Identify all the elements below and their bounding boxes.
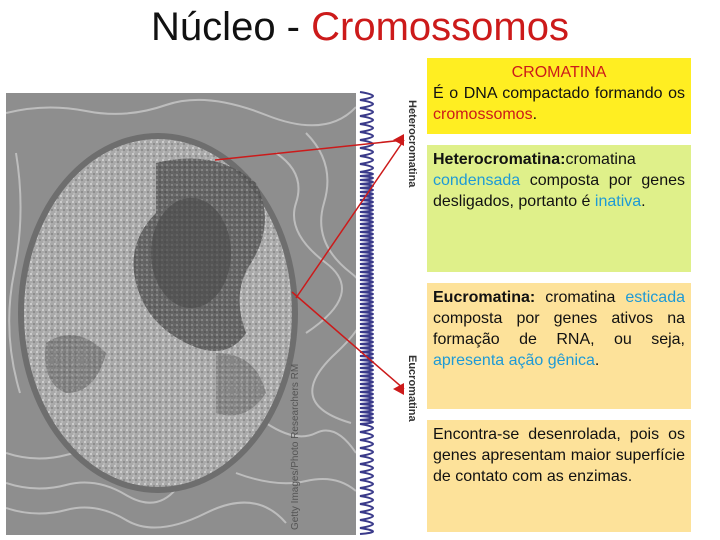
cromatina-highlight: cromossomos [433, 106, 533, 123]
nucleus-micrograph [6, 93, 356, 535]
heterocromatina-text-2: composta por genes desligados, portanto … [433, 172, 685, 210]
photo-credit: Getty Images/Photo Researchers RM [290, 363, 301, 530]
eucromatina-highlight-2: apresenta ação gênica [433, 352, 595, 369]
title-main: Núcleo - [151, 5, 312, 49]
eucromatina-text-1: cromatina [535, 289, 626, 306]
desenrolada-box: Encontra-se desenrolada, pois os genes a… [427, 420, 691, 532]
chromatin-coil-diagram [359, 91, 374, 535]
eucromatina-highlight-1: esticada [625, 289, 685, 306]
heterocromatina-highlight-2: inativa [594, 193, 642, 210]
eucromatina-box: Eucromatina: cromatina esticada composta… [427, 283, 691, 409]
eucromatina-text-2: composta por genes ativos na formação de… [433, 310, 685, 348]
heterocromatina-highlight-1: condensada [433, 172, 521, 189]
heterocromatina-vertical-label: Heterocromatina [406, 100, 418, 188]
eucromatina-text-3: . [594, 352, 600, 369]
cromatina-text-2: . [532, 106, 538, 123]
heterocromatina-text-1: cromatina [565, 151, 636, 168]
cromatina-text-1: É o DNA compactado formando os [433, 85, 685, 102]
page-title: Núcleo - Cromossomos [0, 4, 720, 50]
cromatina-box: CROMATINA É o DNA compactado formando os… [427, 58, 691, 134]
cromatina-heading: CROMATINA [511, 64, 607, 81]
heterocromatina-arrow-icon [393, 134, 404, 146]
eucromatina-term: Eucromatina: [433, 289, 536, 306]
heterocromatina-term: Heterocromatina: [433, 151, 566, 168]
heterocromatina-box: Heterocromatina:cromatina condensada com… [427, 145, 691, 272]
heterocromatina-text-3: . [641, 193, 646, 210]
desenrolada-text: Encontra-se desenrolada, pois os genes a… [433, 426, 685, 485]
eucromatina-arrow-icon [393, 383, 404, 395]
title-accent: Cromossomos [311, 5, 569, 49]
eucromatina-vertical-label: Eucromatina [406, 355, 418, 422]
micrograph-image [6, 93, 356, 535]
